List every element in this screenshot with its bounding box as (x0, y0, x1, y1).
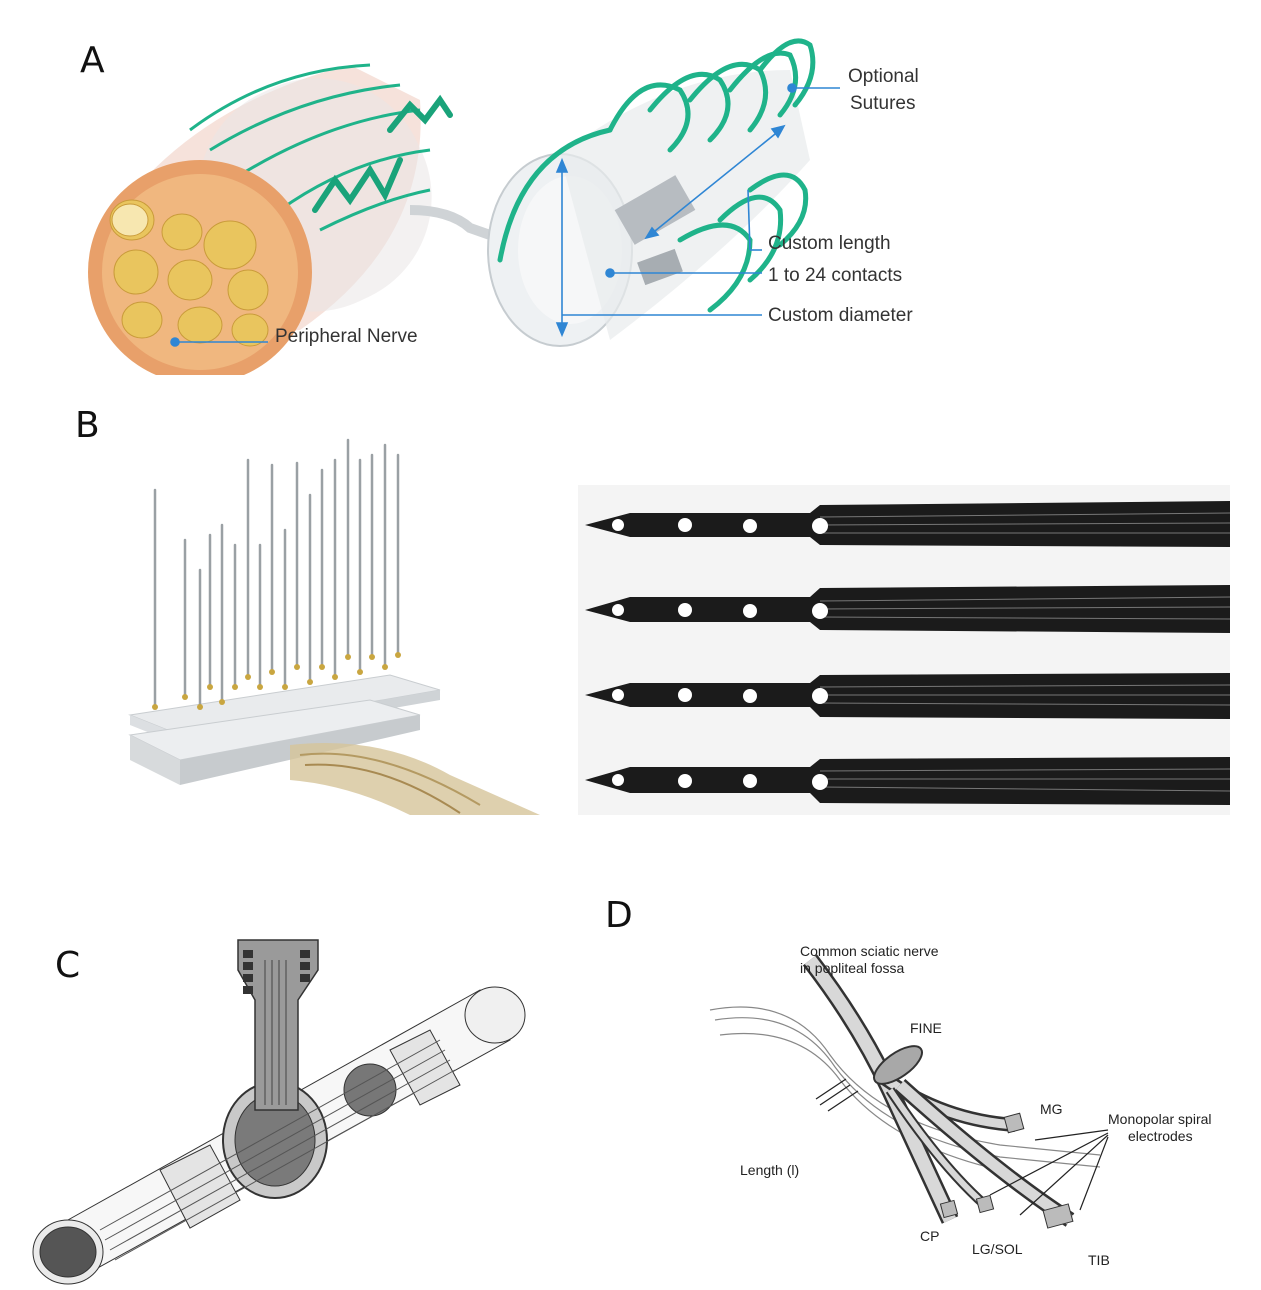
sciatic-nerve-label-1: Common sciatic nerve (800, 943, 939, 959)
panel-d-letter: D (605, 895, 633, 936)
panel-c-illustration (10, 900, 570, 1285)
panel-b-illustration (50, 385, 1250, 815)
panel-d: D Common sciatic nerve in popliteal foss… (580, 875, 1255, 1285)
panel-c-letter: C (55, 945, 80, 986)
tib-label: TIB (1088, 1252, 1110, 1268)
optional-sutures-label-1: Optional (848, 65, 919, 89)
spiral-electrodes-label-2: electrodes (1128, 1128, 1193, 1144)
panel-b: B (50, 385, 1250, 815)
sciatic-nerve-label-2: in popliteal fossa (800, 960, 904, 976)
panel-a-letter: A (80, 40, 105, 81)
length-label: Length (l) (740, 1162, 799, 1178)
custom-length-label: Custom length (768, 232, 891, 256)
panel-d-illustration (580, 875, 1255, 1285)
panel-a: A Optional Sutures Custom length 1 to 24… (50, 10, 950, 375)
mg-label: MG (1040, 1101, 1063, 1117)
flat-interface-electrode (33, 940, 525, 1284)
custom-diameter-label: Custom diameter (768, 304, 913, 328)
microelectrode-array (130, 440, 540, 815)
sciatic-nerve-drawing (710, 960, 1108, 1228)
needle-electrode-micrographs (578, 485, 1230, 815)
peripheral-nerve-label: Peripheral Nerve (275, 325, 418, 349)
contacts-label: 1 to 24 contacts (768, 264, 902, 288)
lgsol-label: LG/SOL (972, 1241, 1023, 1257)
spiral-electrodes-label-1: Monopolar spiral (1108, 1111, 1212, 1127)
panel-c: C (10, 900, 570, 1285)
cp-label: CP (920, 1228, 939, 1244)
fine-label: FINE (910, 1020, 942, 1036)
panel-b-letter: B (75, 405, 100, 446)
optional-sutures-label-2: Sutures (850, 92, 915, 116)
